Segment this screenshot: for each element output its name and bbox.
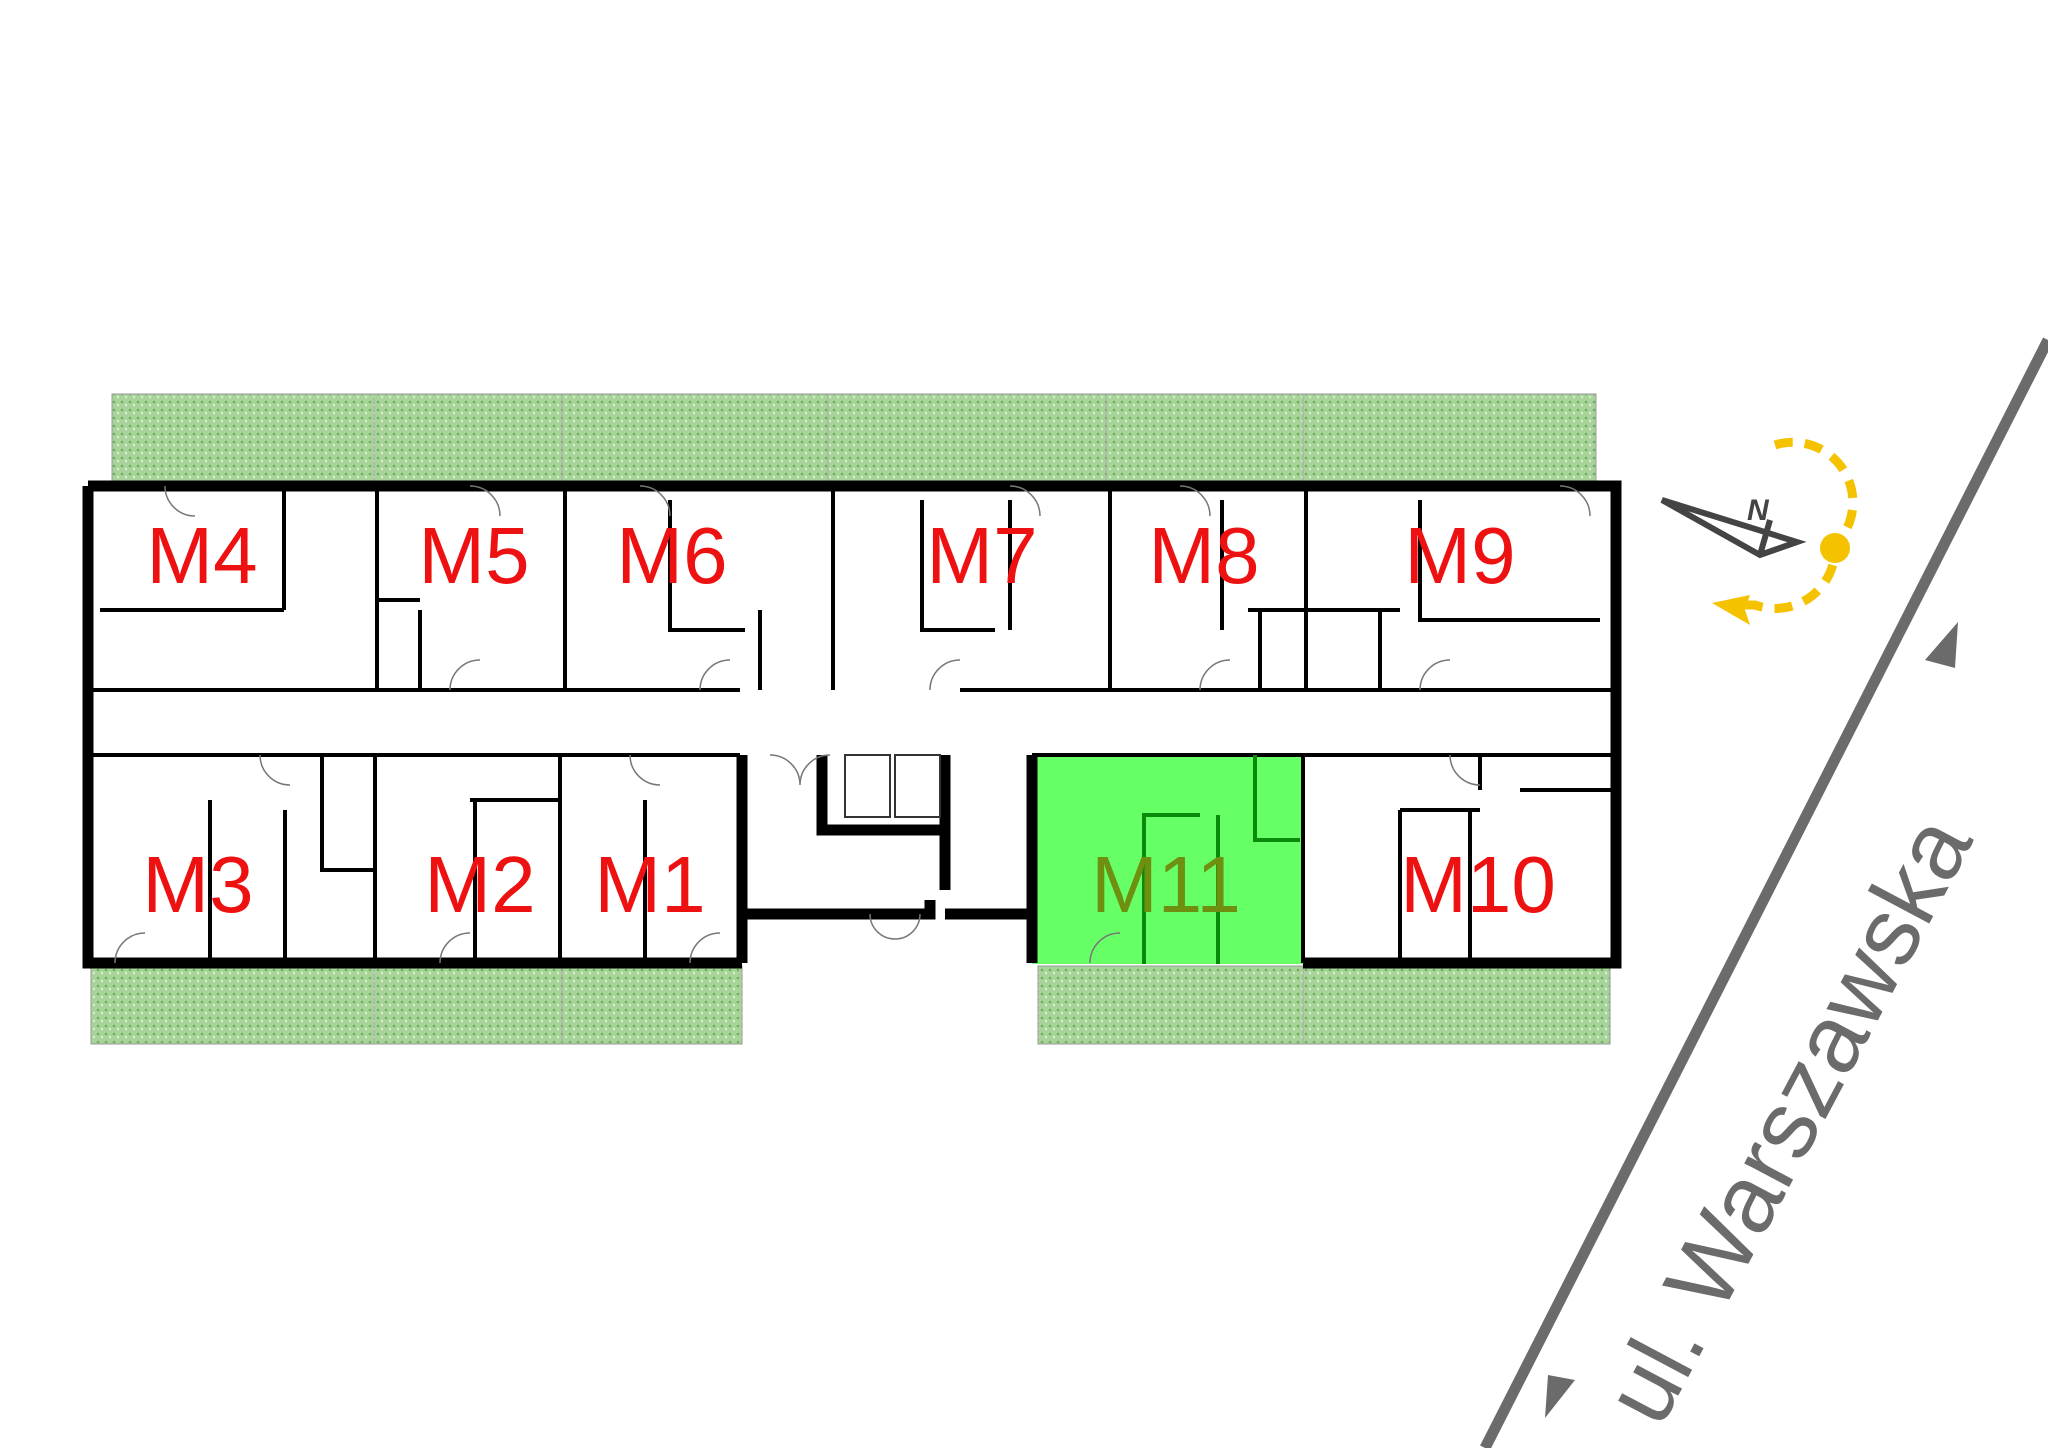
- garden-bottom-right: [1037, 965, 1611, 1045]
- unit-label-m3[interactable]: M3: [142, 840, 253, 929]
- street-name: ul. Warszawska: [1584, 799, 1993, 1440]
- north-arrow-icon: [1660, 497, 1807, 559]
- unit-label-m4[interactable]: M4: [146, 511, 257, 600]
- walls: [82, 480, 1622, 969]
- unit-label-m6[interactable]: M6: [616, 511, 727, 600]
- street-line: [1480, 337, 2048, 1448]
- unit-label-m11[interactable]: M11: [1091, 840, 1241, 929]
- unit-label-m1[interactable]: M1: [594, 840, 705, 929]
- sun-arrow-icon: [1712, 595, 1750, 625]
- garden-top: [111, 393, 1597, 484]
- street-arrow-down-icon: [1545, 1375, 1575, 1418]
- unit-label-m2[interactable]: M2: [424, 840, 535, 929]
- unit-label-m8[interactable]: M8: [1148, 511, 1259, 600]
- compass: N: [1660, 437, 1858, 625]
- street-arrow-up-icon: [1925, 622, 1958, 668]
- unit-label-m5[interactable]: M5: [418, 511, 529, 600]
- door-swings: [114, 485, 1591, 964]
- sun-icon: [1820, 533, 1850, 563]
- north-label: N: [1747, 494, 1770, 527]
- unit-m11-highlight[interactable]: [1032, 755, 1303, 964]
- garden-bottom-left: [90, 965, 743, 1045]
- unit-labels: M4 M5 M6 M7 M8 M9 M3 M2 M1 M11 M10: [142, 511, 1555, 929]
- unit-label-m9[interactable]: M9: [1404, 511, 1515, 600]
- unit-label-m10[interactable]: M10: [1400, 840, 1556, 929]
- unit-label-m7[interactable]: M7: [926, 511, 1037, 600]
